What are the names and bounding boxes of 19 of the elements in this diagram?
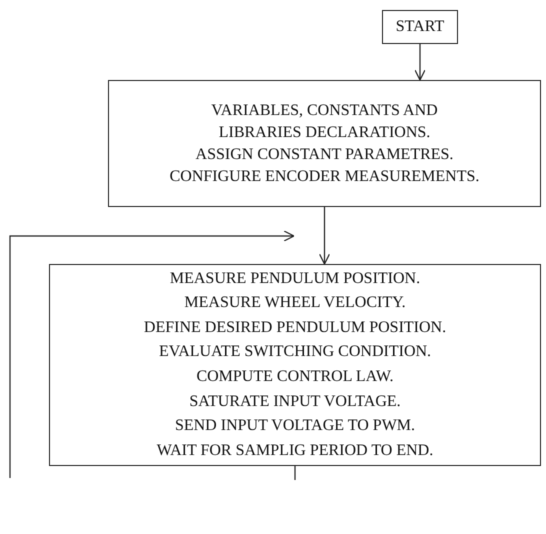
step-text: DEFINE DESIRED PENDULUM POSITION. <box>144 318 446 338</box>
start-box <box>382 10 458 44</box>
step-text: WAIT FOR SAMPLIG PERIOD TO END. <box>156 440 434 461</box>
step-text: COMPUTE CONTROL LAW. <box>196 367 394 387</box>
step-text: START <box>396 17 444 37</box>
process-box <box>49 264 541 466</box>
step-text: MEASURE PENDULUM POSITION. <box>170 268 420 289</box>
step-text: SEND INPUT VOLTAGE TO PWM. <box>174 416 416 436</box>
arrow <box>318 207 330 265</box>
process-box <box>108 80 541 207</box>
arrow <box>414 44 426 81</box>
step-text: SATURATE INPUT VOLTAGE. <box>189 392 401 412</box>
connector-line <box>294 466 296 480</box>
step-text: CONFIGURE ENCODER MEASUREMENTS. <box>170 166 480 186</box>
step-text: MEASURE WHEEL VELOCITY. <box>184 293 406 314</box>
step-text: VARIABLES, CONSTANTS AND LIBRARIES DECLARATIONS. <box>210 100 439 142</box>
loop-arrow <box>9 230 295 478</box>
step-text: ASSIGN CONSTANT PARAMETRES. <box>196 144 454 164</box>
step-text: EVALUATE SWITCHING CONDITION. <box>158 342 432 362</box>
